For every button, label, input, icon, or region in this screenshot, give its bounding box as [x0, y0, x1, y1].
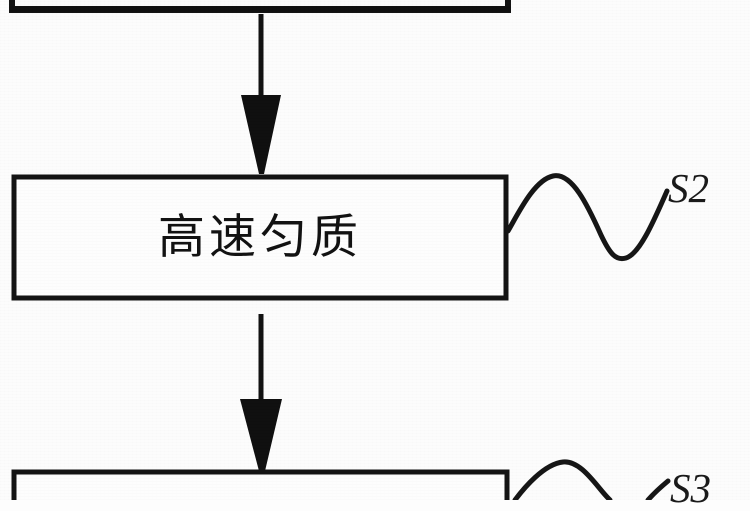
reference-label-s2: S2: [668, 165, 709, 211]
arrow-head: [240, 399, 282, 471]
step3-box-outline: [11, 469, 510, 500]
s3-leader-tail: [645, 478, 671, 500]
patent-flowchart-figure: 高速匀质 S2 S3: [9, 0, 711, 509]
flowchart-canvas: [9, 0, 671, 500]
leader-s3-wave: [512, 459, 671, 500]
node-step3-box: [11, 469, 510, 500]
leader-s2-wave: [505, 173, 670, 262]
connector-arrow-step2-step3: [240, 314, 282, 471]
arrow-head: [241, 95, 281, 174]
node-step2-label: 高速匀质: [158, 210, 362, 265]
s3-leader-path: [512, 459, 613, 500]
node-step1-box: [9, 0, 511, 13]
s2-leader-path: [505, 173, 670, 262]
step2-box-outline: [11, 174, 509, 301]
reference-label-s3: S3: [670, 465, 711, 511]
node-step2-box: [11, 174, 509, 301]
connector-arrow-step1-step2: [241, 14, 281, 174]
